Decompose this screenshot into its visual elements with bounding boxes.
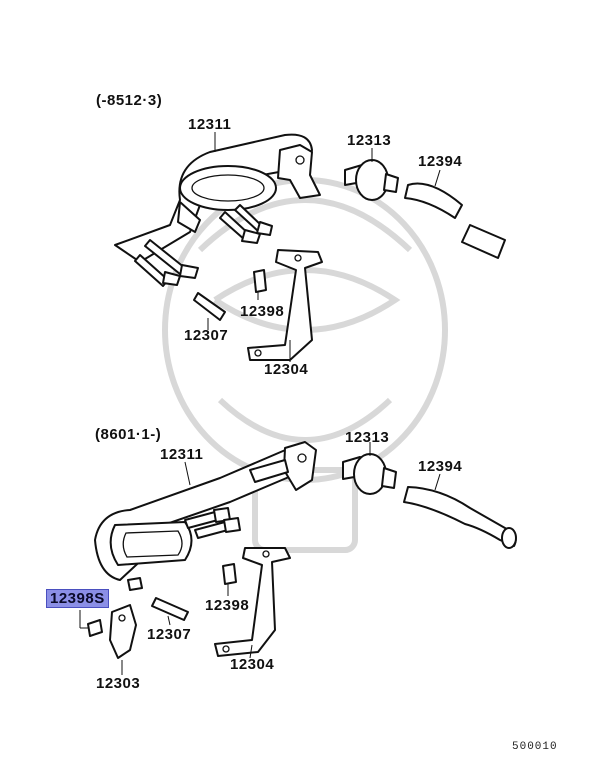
label-12303: 12303 (96, 675, 141, 692)
label-12313-top: 12313 (347, 132, 392, 149)
air-valve-12313-top[interactable] (344, 159, 399, 201)
bracket-12303[interactable] (109, 604, 137, 659)
label-12304-top: 12304 (264, 361, 309, 378)
bottom-group-header: (8601·1-) (95, 426, 162, 443)
figure-code: 500010 (512, 741, 558, 753)
label-12311-bottom: 12311 (160, 446, 204, 463)
hose-12394-bottom[interactable] (403, 486, 517, 549)
leader-lines-top (207, 132, 441, 362)
pin-12307-bottom[interactable] (151, 597, 189, 621)
nut-12398-bottom[interactable] (222, 563, 237, 585)
bracket-12304-bottom[interactable] (214, 547, 291, 657)
label-12311-top: 12311 (188, 116, 232, 133)
label-12307-bottom: 12307 (147, 626, 192, 643)
label-12398-top: 12398 (240, 303, 285, 320)
label-12398s-highlighted[interactable]: 12398S (46, 589, 109, 608)
studs-top (134, 204, 273, 287)
label-12394-top: 12394 (418, 153, 463, 170)
label-12304-bottom: 12304 (230, 656, 275, 673)
label-12394-bottom: 12394 (418, 458, 463, 475)
nut-12398-top[interactable] (253, 269, 267, 293)
pipe-assembly-12311-bottom[interactable] (94, 441, 317, 581)
leader-lines-bottom (79, 442, 441, 675)
pin-12307-top[interactable] (193, 292, 226, 321)
top-group-header: (-8512·3) (96, 92, 163, 109)
label-12398-bottom: 12398 (205, 597, 250, 614)
pipe-assembly-12311-top[interactable] (114, 133, 321, 263)
bracket-12304-top[interactable] (247, 249, 323, 361)
label-12307-top: 12307 (184, 327, 229, 344)
label-12313-bottom: 12313 (345, 429, 390, 446)
bolt-12398s[interactable] (87, 619, 103, 637)
air-valve-12313-bottom[interactable] (342, 453, 397, 495)
studs-bottom (127, 507, 241, 591)
hose-12394-top[interactable] (404, 182, 506, 259)
